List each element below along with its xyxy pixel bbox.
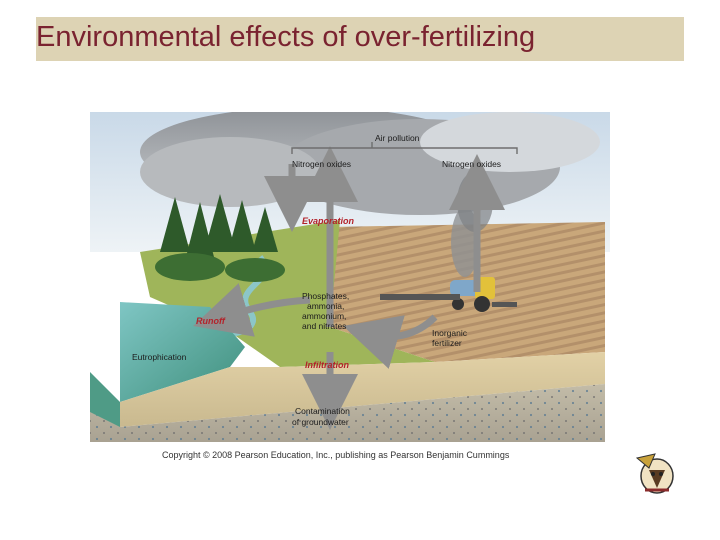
arrow-runoff: [193, 283, 311, 337]
mascot-icon: [635, 453, 674, 494]
label-phosphates-2: ammonia,: [307, 301, 344, 311]
label-phosphates-1: Phosphates,: [302, 291, 349, 301]
arrow-fertilizer: [343, 314, 438, 369]
label-contamination: Contamination: [295, 406, 350, 416]
label-air-pollution: Air pollution: [375, 133, 420, 143]
soil-layer: [120, 352, 605, 427]
label-infiltration: Infiltration: [305, 360, 349, 370]
label-fertilizer: fertilizer: [432, 338, 462, 348]
title-bar: Environmental effects of over-fertilizin…: [36, 17, 684, 61]
slide-title: Environmental effects of over-fertilizin…: [36, 21, 536, 53]
fertilizer-diagram: Air pollution Nitrogen oxides Nitrogen o…: [90, 112, 610, 442]
label-eutrophication: Eutrophication: [132, 352, 187, 362]
label-phosphates-3: ammonium,: [302, 311, 346, 321]
arrows: [193, 146, 505, 430]
label-evaporation: Evaporation: [302, 216, 355, 226]
label-phosphates-4: and nitrates: [302, 321, 346, 331]
label-inorganic: Inorganic: [432, 328, 468, 338]
forest: [155, 194, 285, 282]
copyright-text: Copyright © 2008 Pearson Education, Inc.…: [162, 450, 510, 460]
label-nitrogen-oxides-left: Nitrogen oxides: [292, 159, 351, 169]
label-nitrogen-oxides-right: Nitrogen oxides: [442, 159, 501, 169]
label-runoff: Runoff: [196, 316, 226, 326]
label-of-groundwater: of groundwater: [292, 417, 349, 427]
